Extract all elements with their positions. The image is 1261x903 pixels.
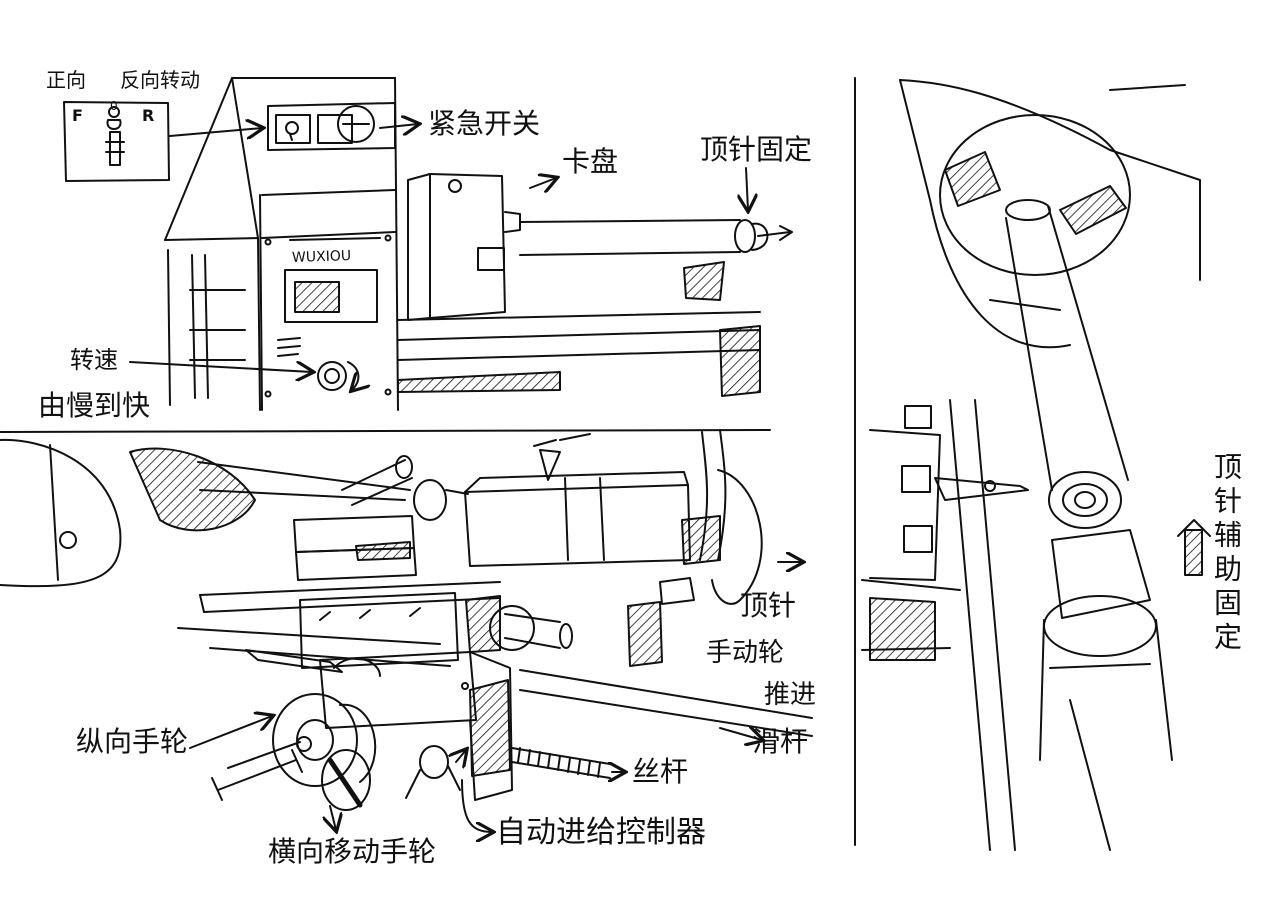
headstock-body <box>164 77 418 411</box>
chuck-and-workpiece <box>397 167 793 397</box>
panel-dividers <box>0 77 856 846</box>
label-chuck: 卡盘 <box>562 145 619 178</box>
label-push: 推进 <box>764 680 817 710</box>
switch-letter-0: 0 <box>110 99 118 113</box>
carriage-assembly <box>0 429 813 832</box>
label-speed-range: 由慢到快 <box>38 389 151 422</box>
label-switch-reverse: 反向转动 <box>120 68 200 92</box>
switch-letter-r: R <box>142 106 155 125</box>
label-tailstock: 顶针 <box>740 589 797 622</box>
label-longitudinal-wheel: 纵向手轮 <box>76 725 189 758</box>
label-emergency-switch: 紧急开关 <box>428 107 541 140</box>
label-slide-rod: 滑杆 <box>752 725 809 758</box>
label-lead-screw: 丝杆 <box>632 755 689 788</box>
label-cross-wheel: 横向移动手轮 <box>268 835 437 868</box>
label-auto-feed: 自动进给控制器 <box>496 815 706 850</box>
direction-switch-detail <box>63 101 262 182</box>
label-tailstock-aux: 顶针辅助固定 <box>1210 452 1243 656</box>
label-switch-forward: 正向 <box>46 68 86 92</box>
label-tailstock-fix: 顶针固定 <box>700 133 813 166</box>
label-hand-wheel: 手动轮 <box>706 638 785 668</box>
label-panel-brand: WUXIOU <box>291 247 352 267</box>
switch-letter-f: F <box>72 106 83 125</box>
label-speed: 转速 <box>70 346 118 374</box>
control-panel <box>129 234 392 398</box>
closeup-detail <box>861 79 1211 851</box>
